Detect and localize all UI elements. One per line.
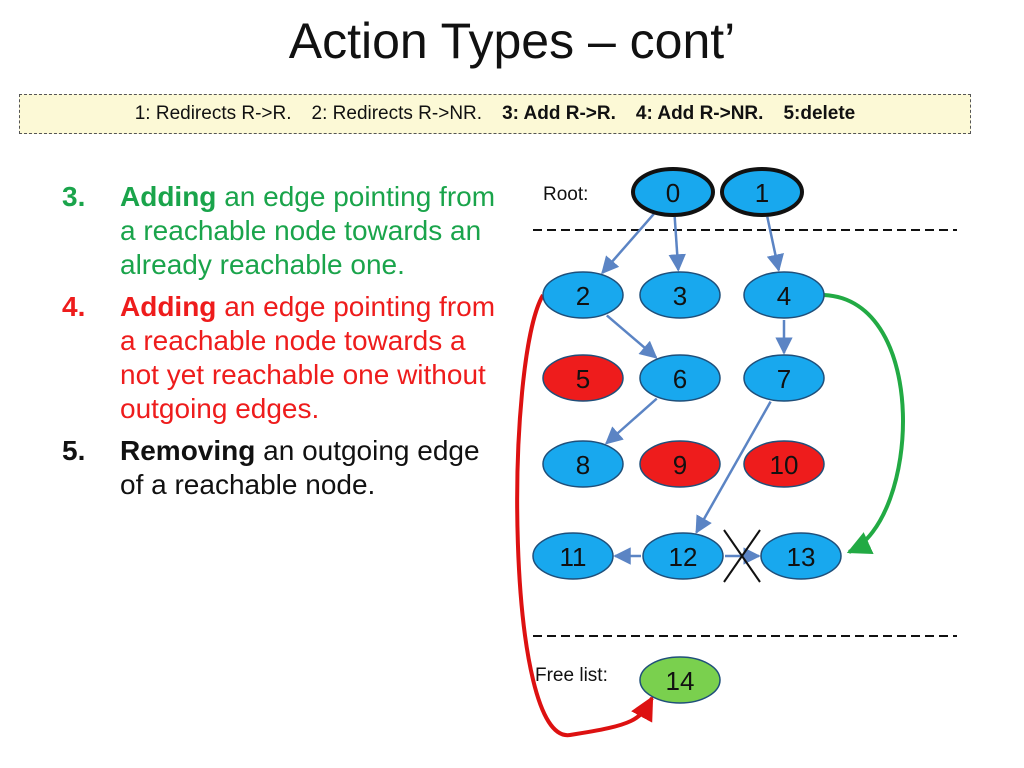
node-label: 7	[777, 364, 791, 394]
node-1: 1	[720, 167, 804, 217]
node-shape	[631, 167, 715, 217]
node-7: 7	[743, 354, 825, 402]
edge-1-4	[766, 216, 784, 272]
legend-item: 5:delete	[783, 103, 856, 124]
node-10: 10	[743, 440, 825, 488]
action-keyword: Removing	[120, 435, 256, 466]
node-shape	[639, 440, 721, 488]
node-9: 9	[639, 440, 721, 488]
action-item: 3. Adding an edge pointing from a reachab…	[62, 180, 502, 282]
node-label: 8	[576, 450, 590, 480]
action-description: an edge pointing from a reachable node t…	[120, 181, 496, 280]
node-6: 6	[639, 354, 721, 402]
action-description: an outgoing edge of a reachable node.	[120, 435, 480, 500]
node-shape	[639, 354, 721, 402]
node-13: 13	[760, 532, 842, 580]
node-shape	[743, 440, 825, 488]
node-shape	[542, 354, 624, 402]
node-shape	[720, 167, 804, 217]
node-label: 9	[673, 450, 687, 480]
legend-item: 1: Redirects R->R.	[134, 103, 292, 124]
node-12: 12	[642, 532, 724, 580]
root-label: Root:	[543, 184, 588, 205]
free-list-label: Free list:	[535, 665, 608, 686]
node-label: 5	[576, 364, 590, 394]
node-8: 8	[542, 440, 624, 488]
node-shape	[743, 354, 825, 402]
node-shape	[743, 271, 825, 319]
node-label: 11	[560, 542, 587, 572]
node-shape	[639, 271, 721, 319]
action-number: 5.	[62, 435, 86, 466]
node-0: 0	[631, 167, 715, 217]
node-label: 1	[755, 178, 769, 208]
legend-item: 2: Redirects R->NR.	[311, 103, 483, 124]
removed-edge-x-mark	[723, 529, 761, 583]
node-shape	[760, 532, 842, 580]
action-keyword: Adding	[120, 181, 217, 212]
node-shape	[542, 271, 624, 319]
edge-4-13	[823, 293, 905, 555]
action-item: 4. Adding an edge pointing from a reachab…	[62, 290, 502, 426]
edge-2-6	[606, 314, 658, 359]
action-description: an edge pointing from a reachable node t…	[120, 291, 496, 424]
edge-7-12	[695, 400, 772, 534]
edge-0-2	[601, 213, 655, 275]
edge-6-8	[604, 397, 658, 445]
node-label: 10	[770, 450, 799, 480]
node-label: 6	[673, 364, 687, 394]
node-11: 11	[532, 532, 614, 580]
node-shape	[639, 656, 721, 704]
node-4: 4	[743, 271, 825, 319]
node-3: 3	[639, 271, 721, 319]
action-type-legend: 1: Redirects R->R. 2: Redirects R->NR. 3: …	[19, 94, 971, 134]
action-item: 5. Removing an outgoing edge of a reachab…	[62, 434, 502, 502]
node-label: 14	[666, 666, 695, 696]
node-shape	[542, 440, 624, 488]
slide-title: Action Types – cont’	[288, 13, 736, 69]
node-5: 5	[542, 354, 624, 402]
node-label: 4	[777, 281, 791, 311]
legend-item: 3: Add R->R.	[502, 103, 616, 124]
node-shape	[532, 532, 614, 580]
node-14: 14	[639, 656, 721, 704]
node-label: 13	[787, 542, 816, 572]
legend-item: 4: Add R->NR.	[635, 103, 764, 124]
node-label: 3	[673, 281, 687, 311]
edge-0-3	[668, 216, 686, 272]
node-label: 0	[666, 178, 680, 208]
node-2: 2	[542, 271, 624, 319]
action-number: 4.	[62, 291, 86, 322]
action-keyword: Adding	[120, 291, 217, 322]
edge-2-14	[515, 293, 654, 738]
action-number: 3.	[62, 181, 86, 212]
action-list: 3. Adding an edge pointing from a reachab…	[62, 180, 502, 510]
node-label: 12	[669, 542, 698, 572]
node-shape	[642, 532, 724, 580]
node-label: 2	[576, 281, 590, 311]
